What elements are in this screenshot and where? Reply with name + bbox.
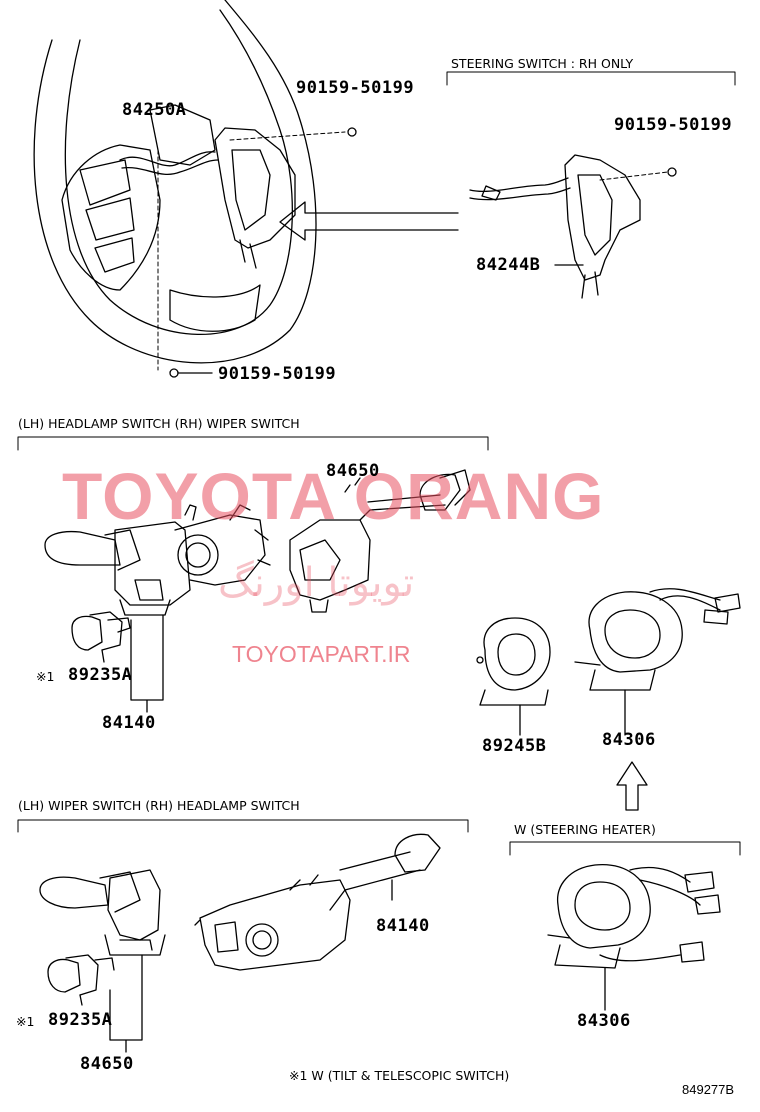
part-number-84140-right[interactable]: 84140 (376, 916, 430, 936)
spiral-cable-84306-upper-drawing (574, 588, 741, 736)
wiper-switch-84650-upper-drawing (289, 469, 471, 613)
note-mark-1: ※1 (36, 669, 55, 684)
note-mark-2: ※1 (16, 1014, 35, 1029)
section-caption-headlamp-wiper: (LH) HEADLAMP SWITCH (RH) WIPER SWITCH (18, 416, 300, 431)
part-number-89235A-upper[interactable]: 89235A (68, 665, 133, 685)
watermark-url: TOYOTAPART.IR (232, 641, 411, 667)
part-number-84140-left[interactable]: 84140 (102, 713, 156, 733)
sensor-89245B-drawing (476, 617, 551, 736)
spiral-cable-84306-lower-drawing (547, 864, 721, 1011)
combination-switch-84650-drawing (39, 869, 166, 1053)
rh-steering-switch-drawing (469, 154, 677, 299)
watermark-title: TOYOTA ORANG (62, 459, 605, 533)
tilt-switch-89235A-upper-drawing (71, 611, 131, 663)
tilt-switch-89235A-lower-drawing (47, 954, 115, 1006)
watermark-persian: تویوتا اورنگ (218, 560, 415, 606)
part-number-84650-bottom[interactable]: 84650 (80, 1054, 134, 1074)
part-number-89245B[interactable]: 89245B (482, 736, 547, 756)
part-number-84250A[interactable]: 84250A (122, 100, 187, 120)
combination-switch-84140-drawing (44, 504, 271, 713)
headlamp-switch-84140-drawing (194, 833, 441, 971)
arrow-up-icon (616, 761, 648, 811)
section-caption-steering-heater: W (STEERING HEATER) (514, 822, 656, 837)
arrow-left-icon (279, 201, 459, 241)
part-number-84306-bottom[interactable]: 84306 (577, 1011, 631, 1031)
part-number-89235A-lower[interactable]: 89235A (48, 1010, 113, 1030)
section-caption-wiper-headlamp: (LH) WIPER SWITCH (RH) HEADLAMP SWITCH (18, 798, 300, 813)
part-number-90159-50199-top[interactable]: 90159-50199 (296, 78, 415, 98)
steering-wheel-drawing (33, 0, 357, 378)
part-number-90159-50199-rh[interactable]: 90159-50199 (614, 115, 733, 135)
part-number-84650-top[interactable]: 84650 (326, 461, 380, 481)
section-caption-rh-only: STEERING SWITCH : RH ONLY (451, 56, 634, 71)
part-number-84306-top[interactable]: 84306 (602, 730, 656, 750)
part-number-90159-50199-bottom[interactable]: 90159-50199 (218, 364, 337, 384)
diagram-code: 849277B (682, 1082, 735, 1097)
footnote: ※1 W (TILT & TELESCOPIC SWITCH) (289, 1068, 510, 1083)
part-number-84244B[interactable]: 84244B (476, 255, 541, 275)
